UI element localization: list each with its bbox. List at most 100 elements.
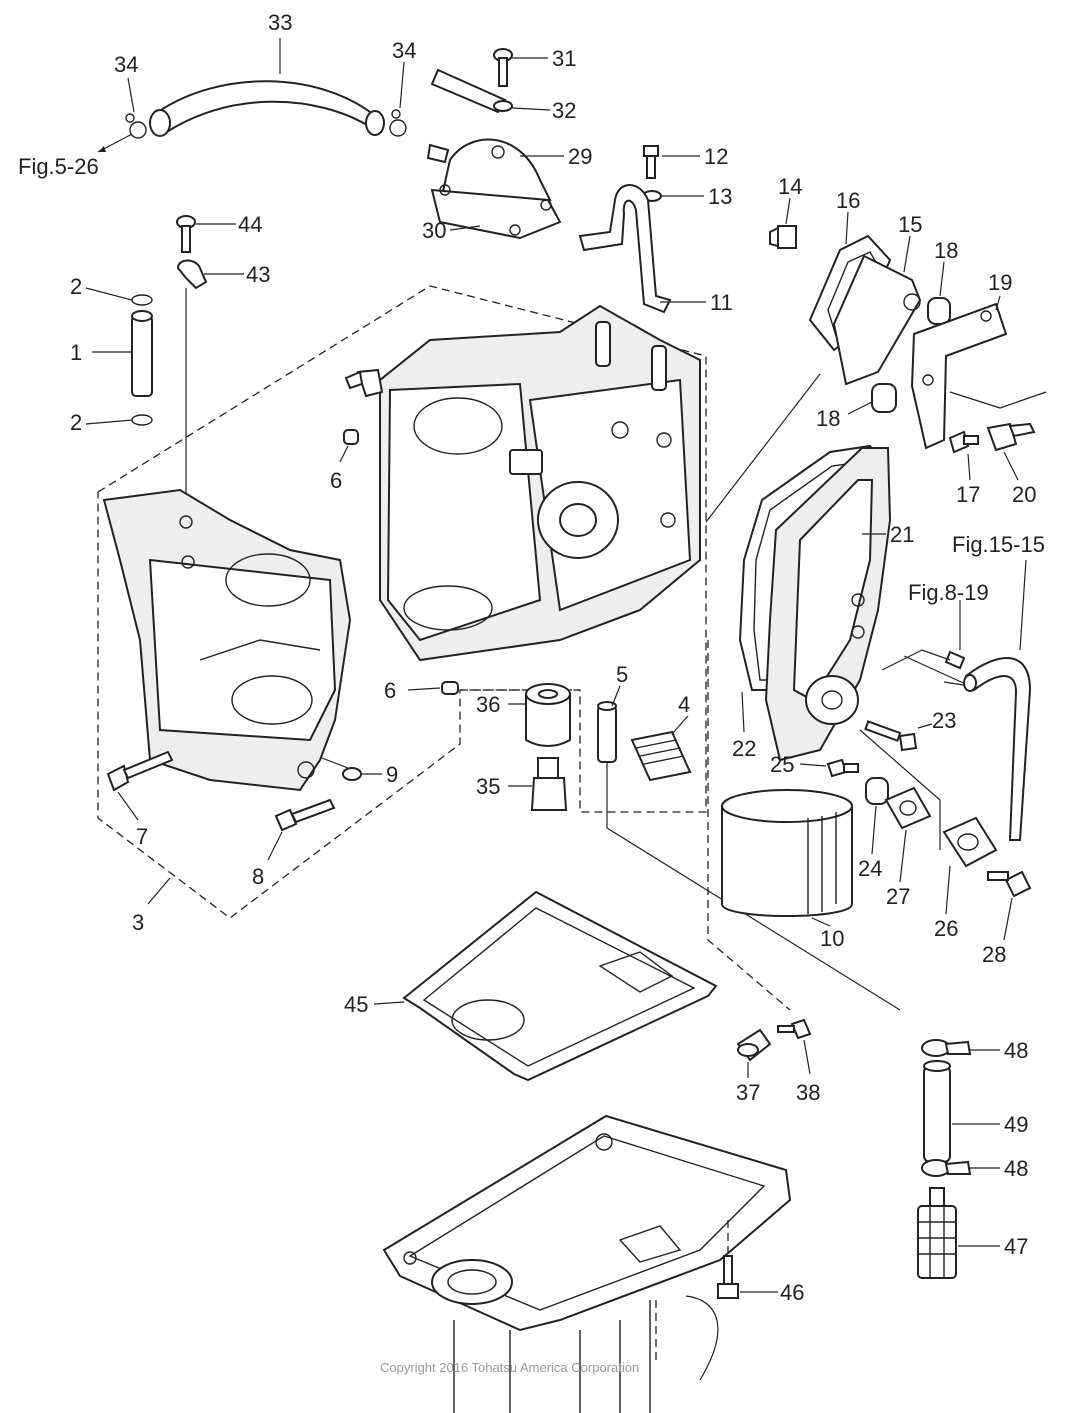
hose-fig-15-15[interactable]	[963, 656, 1032, 841]
clip-2-bottom[interactable]	[131, 414, 153, 426]
callout-25: 25	[770, 752, 794, 777]
figure-reference-5-26[interactable]: Fig.5-26	[18, 154, 99, 179]
bolt-12[interactable]	[643, 145, 659, 179]
housing-15[interactable]	[832, 254, 922, 386]
hose-33[interactable]	[149, 80, 385, 137]
callout-46: 46	[780, 1280, 804, 1305]
callout-38: 38	[796, 1080, 820, 1105]
fitting-5[interactable]	[597, 701, 617, 763]
callout-2: 2	[70, 410, 82, 435]
collar-18-top[interactable]	[927, 297, 951, 325]
bolt-46[interactable]	[717, 1255, 739, 1299]
hose-1[interactable]	[131, 310, 153, 397]
callout-8: 8	[252, 864, 264, 889]
callout-6: 6	[384, 678, 396, 703]
collar-24[interactable]	[865, 777, 889, 805]
bolt-38[interactable]	[777, 1018, 812, 1040]
crankcase-half[interactable]	[102, 488, 352, 792]
callout-29: 29	[568, 144, 592, 169]
plate-32[interactable]	[430, 68, 513, 114]
clip-20[interactable]	[986, 422, 1036, 452]
clip-2-top[interactable]	[131, 294, 153, 306]
oil-pan[interactable]	[382, 1114, 792, 1413]
screw-31[interactable]	[493, 48, 513, 87]
sender-14[interactable]	[769, 225, 797, 249]
callout-34: 34	[114, 52, 138, 77]
callout-47: 47	[1004, 1234, 1028, 1259]
callout-18: 18	[934, 238, 958, 263]
bracket-11[interactable]	[578, 184, 672, 314]
bolt-7[interactable]	[106, 750, 174, 792]
callout-12: 12	[704, 144, 728, 169]
callout-49: 49	[1004, 1112, 1028, 1137]
callout-27: 27	[886, 884, 910, 909]
clip-34-left[interactable]	[125, 113, 147, 139]
callout-14: 14	[778, 174, 802, 199]
figure-reference-15-15[interactable]: Fig.15-15	[952, 532, 1045, 557]
clip-48-bottom[interactable]	[921, 1159, 972, 1177]
callout-1: 1	[70, 340, 82, 365]
fuel-strainer-47[interactable]	[917, 1187, 957, 1279]
callout-21: 21	[890, 522, 914, 547]
elbow-fitting[interactable]	[344, 368, 384, 398]
callout-13: 13	[708, 184, 732, 209]
cover-21[interactable]	[764, 447, 892, 762]
callout-15: 15	[898, 212, 922, 237]
oil-filter-10[interactable]	[721, 789, 853, 917]
callout-5: 5	[616, 662, 628, 687]
gasket-45[interactable]	[402, 890, 718, 1082]
washer-9[interactable]	[342, 767, 362, 781]
collar-18-bottom[interactable]	[871, 383, 897, 413]
callout-2: 2	[70, 274, 82, 299]
clip-34-right[interactable]	[389, 109, 407, 137]
callout-34: 34	[392, 38, 416, 63]
bolt-28[interactable]	[987, 870, 1032, 898]
callout-4: 4	[678, 692, 690, 717]
bolt-25[interactable]	[826, 758, 859, 778]
clip-48-top[interactable]	[921, 1039, 972, 1057]
gasket-27[interactable]	[884, 786, 932, 830]
callout-28: 28	[982, 942, 1006, 967]
callout-7: 7	[136, 824, 148, 849]
collar-36[interactable]	[525, 683, 571, 747]
fitting-35[interactable]	[530, 757, 568, 811]
callout-9: 9	[386, 762, 398, 787]
figure-reference-8-19[interactable]: Fig.8-19	[908, 580, 989, 605]
pin-6-top[interactable]	[343, 429, 359, 445]
fitting-26[interactable]	[942, 816, 998, 868]
filter-4[interactable]	[630, 730, 692, 782]
copyright-notice: Copyright 2016 Tohatsu America Corporati…	[380, 1360, 639, 1375]
pin-6-bottom[interactable]	[441, 681, 459, 695]
callout-23: 23	[932, 708, 956, 733]
callout-16: 16	[836, 188, 860, 213]
callout-43: 43	[246, 262, 270, 287]
bracket-19[interactable]	[910, 302, 1008, 450]
bolt-23[interactable]	[864, 720, 918, 752]
callout-36: 36	[476, 692, 500, 717]
cylinder-block[interactable]	[379, 304, 701, 662]
callout-22: 22	[732, 736, 756, 761]
clamp-37[interactable]	[736, 1028, 772, 1062]
bolt-17[interactable]	[948, 430, 979, 454]
callout-48: 48	[1004, 1038, 1028, 1063]
callout-3: 3	[132, 910, 144, 935]
callout-33: 33	[268, 10, 292, 35]
clamp-43[interactable]	[176, 259, 208, 290]
callout-26: 26	[934, 916, 958, 941]
callout-45: 45	[344, 992, 368, 1017]
callout-37: 37	[736, 1080, 760, 1105]
callout-10: 10	[820, 926, 844, 951]
callout-35: 35	[476, 774, 500, 799]
bolt-8[interactable]	[274, 798, 336, 832]
callout-6: 6	[330, 468, 342, 493]
callout-17: 17	[956, 482, 980, 507]
callout-18: 18	[816, 406, 840, 431]
callout-11: 11	[710, 290, 733, 315]
callout-30: 30	[422, 218, 446, 243]
bolt-44[interactable]	[176, 215, 196, 253]
callout-44: 44	[238, 212, 262, 237]
callout-31: 31	[552, 46, 576, 71]
gasket-30[interactable]	[430, 184, 562, 240]
hose-49[interactable]	[923, 1060, 951, 1163]
